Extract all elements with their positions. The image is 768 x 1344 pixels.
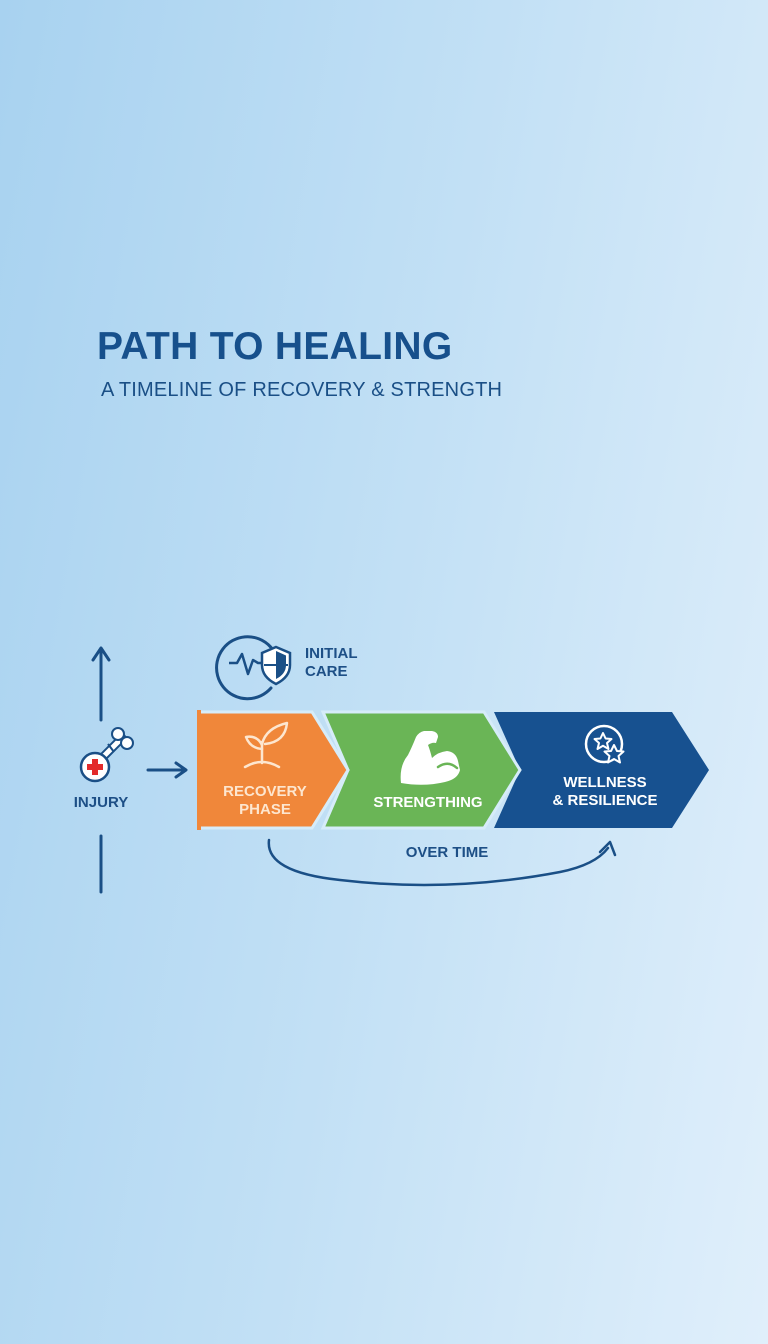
sprout-icon: [243, 721, 289, 769]
heartbeat-shield-icon: [215, 635, 292, 701]
strengthing-label: STRENGTHING: [373, 794, 483, 811]
initial-care-line2: CARE: [305, 663, 348, 680]
wellness-line2: & RESILIENCE: [552, 792, 658, 809]
wellness-chevron: [494, 712, 709, 828]
over-time-label: OVER TIME: [405, 844, 489, 861]
initial-care-label: INITIAL CARE: [305, 645, 358, 681]
wellness-line1: WELLNESS: [563, 774, 647, 791]
initial-care-line1: INITIAL: [305, 645, 358, 662]
injury-arrowhead: [174, 761, 188, 779]
recovery-line1: RECOVERY: [223, 783, 307, 800]
recovery-line2: PHASE: [239, 801, 291, 818]
broken-bone-medical-icon: [79, 727, 134, 783]
recovery-label: RECOVERY PHASE: [209, 783, 321, 819]
wellness-label: WELLNESS & RESILIENCE: [535, 774, 675, 810]
page-title: PATH TO HEALING: [97, 325, 453, 368]
vertical-axis-arrowhead: [91, 646, 111, 662]
stars-icon: [584, 724, 625, 764]
page-subtitle: A TIMELINE OF RECOVERY & STRENGTH: [101, 379, 503, 401]
injury-label: INJURY: [73, 794, 129, 811]
flexed-arm-icon: [400, 731, 460, 785]
over-time-arrowhead: [598, 840, 617, 857]
